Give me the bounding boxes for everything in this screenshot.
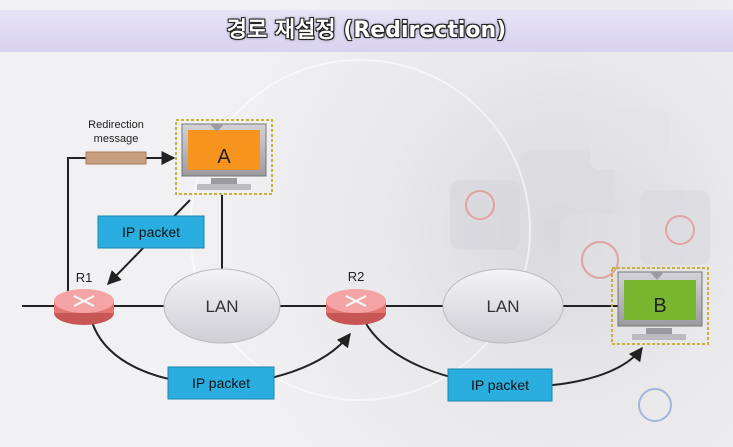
background-decoration: [189, 59, 710, 422]
host-b: [611, 267, 709, 345]
redirection-message-bar: [85, 151, 147, 165]
router-r1: [54, 289, 114, 325]
host-b-label: B: [653, 295, 666, 317]
ip-packet-box-3: [447, 368, 553, 402]
router-r2: [326, 289, 386, 325]
ip-packet-box-2: [167, 366, 275, 400]
lan-1-label: LAN: [205, 297, 238, 316]
host-a-label: A: [217, 146, 231, 168]
lan-1: [163, 268, 281, 344]
redirection-label-line1: Redirection: [88, 119, 144, 131]
slide-title: 경로 재설정 (Redirection): [226, 18, 507, 43]
lan-2: [442, 268, 564, 344]
router-r1-label: R1: [76, 270, 93, 285]
lan-2-label: LAN: [486, 297, 519, 316]
ip-packet-label-3: IP packet: [471, 377, 529, 393]
title-bar: [0, 10, 733, 52]
ip-packet-label-1: IP packet: [122, 224, 180, 240]
ip-packet-label-2: IP packet: [192, 375, 250, 391]
router-r2-label: R2: [348, 269, 365, 284]
redirection-label-line2: message: [94, 133, 139, 145]
redirect-path: [67, 157, 86, 300]
ip-packet-box-1: [97, 215, 205, 249]
host-a: [175, 119, 273, 195]
